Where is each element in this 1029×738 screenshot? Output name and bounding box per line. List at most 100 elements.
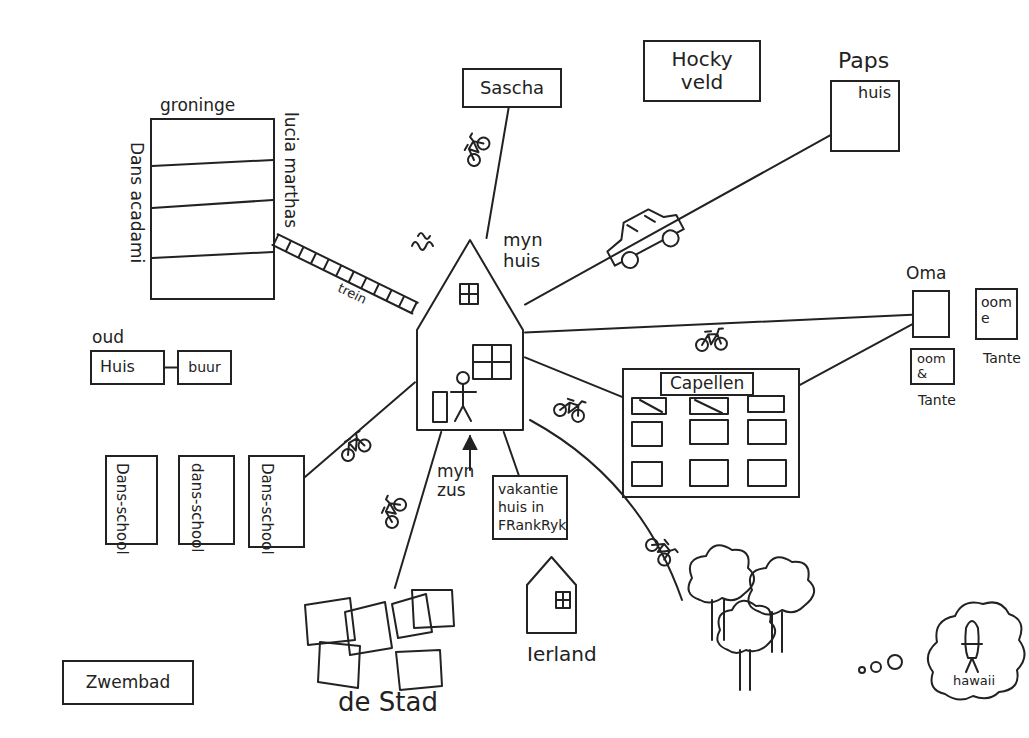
- drawing-part: [632, 422, 662, 446]
- road-connector: [165, 367, 177, 368]
- drawing-part: [412, 590, 454, 628]
- sister-figure: [451, 372, 476, 421]
- drawing-part: [690, 420, 728, 444]
- node-text: Huis: [100, 358, 135, 376]
- connector-line: [504, 432, 519, 475]
- road-connector: [525, 357, 622, 396]
- drawing-part: [871, 662, 881, 672]
- rail-connector: [272, 234, 417, 313]
- place-box: groningelucia marthasDans acadami: [150, 118, 275, 300]
- place-box: buur: [177, 350, 232, 385]
- thought-bubbles: [859, 655, 902, 673]
- node-text: hawaii: [953, 674, 995, 689]
- building-stripes: [152, 160, 273, 258]
- node-text: Ierland: [527, 643, 597, 666]
- drawing-part: [457, 372, 469, 384]
- drawing-part: [619, 249, 641, 271]
- tree-icons: [688, 545, 814, 690]
- node-text: Oma: [906, 264, 946, 284]
- place-box: Hocky veld: [643, 40, 761, 102]
- chimney-smoke: [412, 233, 433, 250]
- connector-line: [272, 245, 412, 314]
- node-text: Capellen: [660, 372, 754, 396]
- node-text: myn huis: [503, 230, 559, 271]
- note-label: myn zus: [437, 462, 477, 499]
- drawing-part: [888, 655, 902, 669]
- node-text: Paps: [838, 48, 889, 73]
- node-text: Dans-school: [258, 463, 275, 543]
- drawing-part: [433, 392, 447, 422]
- connector-line: [525, 357, 622, 396]
- place-box: Dans-school: [105, 455, 158, 545]
- drawing-part: [695, 328, 727, 351]
- drawing-part: [318, 642, 360, 688]
- place-box: Dans-school: [248, 455, 305, 548]
- road-connector: [525, 135, 830, 304]
- place-group: de Stad: [300, 588, 460, 688]
- drawing-part: [556, 592, 570, 608]
- node-text: vakantie huis in FRankRyk: [498, 480, 568, 534]
- hawaii-figure: [962, 621, 982, 672]
- drawing-part: [627, 213, 655, 234]
- place-box: Sascha: [462, 68, 562, 108]
- node-text: buur: [188, 359, 220, 375]
- drawing-part: [640, 400, 722, 413]
- place-box: Zwembad: [62, 660, 194, 705]
- place-box: Papshuis: [830, 80, 900, 152]
- connector-line: [525, 315, 912, 333]
- drawing-part: [335, 430, 372, 464]
- drawing-part: [376, 493, 408, 530]
- house-window: [556, 592, 570, 608]
- drawing-part: [690, 460, 728, 486]
- road-connector: [800, 324, 912, 385]
- node-text: Tante: [918, 392, 956, 408]
- place-box: oudHuis: [90, 350, 165, 385]
- drawing-part: [859, 667, 865, 673]
- place-shape: myn huis: [415, 238, 525, 432]
- road-connector: [525, 315, 912, 333]
- road-connector: [395, 432, 441, 588]
- place-shape: hawaii: [925, 598, 1020, 700]
- drawing-part: [632, 398, 666, 414]
- drawing-part: [458, 131, 492, 168]
- drawing-part: [712, 600, 724, 640]
- node-text: groninge: [160, 96, 235, 116]
- drawing-part: [717, 601, 775, 653]
- house-details: [433, 284, 511, 422]
- drawing-part: [688, 545, 754, 602]
- drawing-part: [396, 650, 442, 690]
- drawing-part: [552, 394, 588, 424]
- drawing-part: [556, 592, 570, 608]
- node-text: Sascha: [480, 78, 544, 99]
- place-shape: Ierland: [525, 555, 578, 635]
- drawing-part: [962, 644, 982, 672]
- drawing-part: [965, 621, 978, 658]
- drawing-part: [632, 462, 662, 486]
- connector-line: [800, 324, 912, 385]
- drawing-part: [690, 398, 728, 414]
- node-text: oom e: [981, 294, 1015, 326]
- node-text: Zwembad: [86, 673, 171, 693]
- place-box: oom eTante: [975, 288, 1018, 340]
- node-text: oom &: [917, 352, 949, 382]
- node-text: dans-school: [188, 463, 205, 543]
- drawing-part: [599, 199, 684, 266]
- node-text: Dans-school: [113, 463, 130, 543]
- shape-outline: [527, 557, 576, 633]
- connector-line: [486, 108, 508, 238]
- node-text: huis: [858, 84, 891, 102]
- connector-line: [395, 432, 441, 588]
- drawing-part: [305, 598, 355, 645]
- place-box: oom &Tante: [910, 348, 955, 385]
- drawing-part: [473, 345, 511, 379]
- drawing-part: [473, 345, 511, 379]
- drawing-part: [460, 284, 478, 304]
- drawing-part: [748, 396, 784, 412]
- connector-line: [275, 240, 415, 309]
- drawing-part: [392, 594, 432, 638]
- road-connector: [305, 382, 415, 477]
- connector-line: [165, 367, 177, 369]
